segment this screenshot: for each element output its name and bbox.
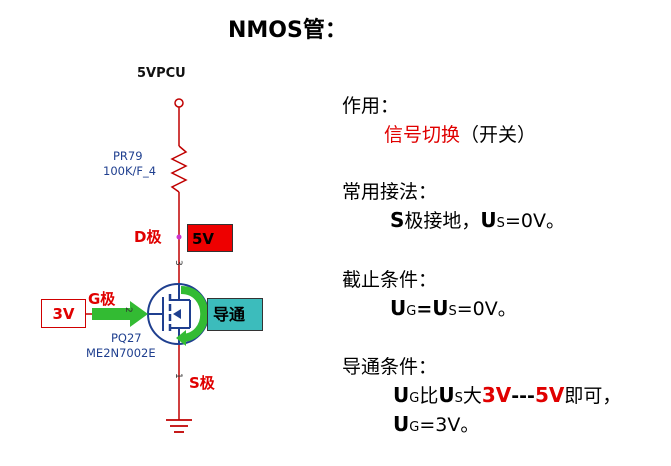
on-condition-line2: UG=3V。 bbox=[393, 412, 480, 436]
conducting-label-box: 导通 bbox=[207, 298, 263, 331]
on-heading: 导通条件： bbox=[342, 356, 438, 378]
gate-arrow-shaft bbox=[92, 308, 132, 320]
connection-heading: 常用接法： bbox=[342, 181, 438, 203]
pin-number-gate: 2 bbox=[123, 307, 133, 313]
gate-label: G极 bbox=[88, 290, 116, 308]
drain-voltage-box: 5V bbox=[187, 224, 233, 252]
connection-text: S极接地，US=0V。 bbox=[390, 208, 565, 232]
pin-number-source: 1 bbox=[173, 373, 183, 379]
pin-number-drain: 3 bbox=[173, 260, 183, 266]
resistor-pr79 bbox=[170, 145, 188, 193]
supply-terminal bbox=[174, 98, 184, 108]
drain-label: D极 bbox=[134, 228, 162, 246]
on-condition-line1: UG比US大3V---5V即可， bbox=[393, 383, 622, 407]
gate-arrow-head bbox=[130, 301, 148, 327]
cutoff-heading: 截止条件： bbox=[342, 269, 438, 291]
role-text: 信号切换（开关） bbox=[384, 120, 536, 147]
role-heading: 作用： bbox=[342, 95, 400, 117]
drain-node-dot bbox=[176, 234, 182, 240]
mosfet-ref-label: PQ27 bbox=[111, 331, 142, 345]
current-flow-arrowhead bbox=[176, 330, 186, 346]
resistor-value-label: 100K/F_4 bbox=[103, 164, 157, 178]
supply-rail-label: 5VPCU bbox=[137, 66, 186, 81]
source-label: S极 bbox=[189, 374, 215, 392]
current-flow-arc bbox=[180, 286, 209, 342]
mosfet-body-arrow bbox=[173, 309, 181, 319]
mosfet-part-label: ME2N7002E bbox=[86, 346, 156, 360]
role-value-note: （开关） bbox=[460, 124, 537, 146]
page-title: NMOS管： bbox=[228, 18, 347, 43]
resistor-ref-label: PR79 bbox=[113, 149, 143, 163]
gate-voltage-box: 3V bbox=[41, 299, 86, 328]
cutoff-condition: UG=US=0V。 bbox=[390, 296, 517, 320]
role-value: 信号切换 bbox=[384, 124, 461, 146]
